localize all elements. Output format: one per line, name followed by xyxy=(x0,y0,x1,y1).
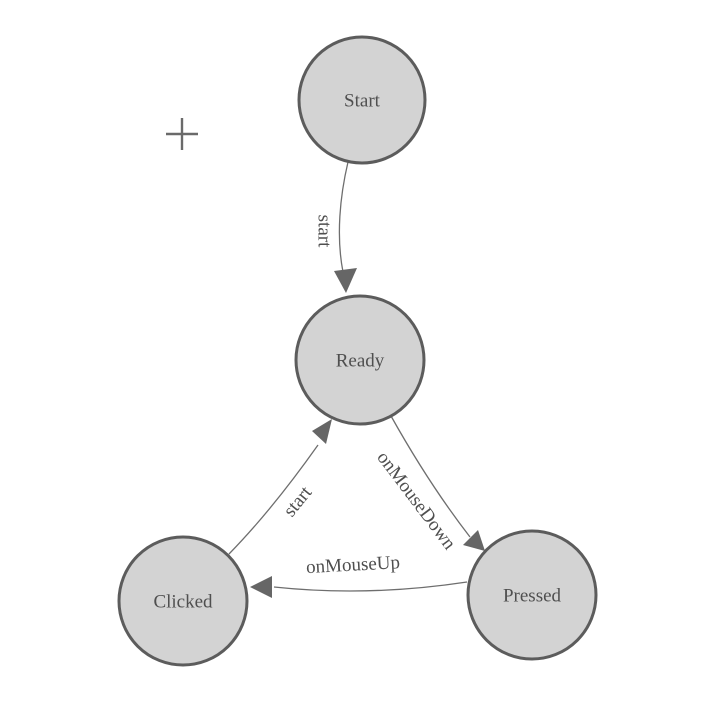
state-circle-start[interactable] xyxy=(297,35,427,165)
plus-marker-icon xyxy=(166,118,198,150)
state-label-clicked: Clicked xyxy=(153,592,213,613)
state-node-ready[interactable]: Ready xyxy=(294,294,426,426)
transition-line-start-to-ready[interactable] xyxy=(338,161,349,273)
state-circle-ready[interactable] xyxy=(294,294,426,426)
transition-label-start-to-ready: start xyxy=(313,215,334,248)
transition-line-ready-to-pressed[interactable] xyxy=(390,415,471,538)
arrowhead-icon xyxy=(250,576,272,598)
transition-pressed-to-clicked[interactable]: onMouseUp xyxy=(250,552,468,598)
transition-start-to-ready[interactable]: start xyxy=(313,161,357,293)
transition-line-pressed-to-clicked[interactable] xyxy=(273,581,468,592)
transition-line-clicked-to-ready[interactable] xyxy=(228,444,319,555)
arrowhead-icon xyxy=(463,530,485,551)
transition-ready-to-pressed[interactable]: onMouseDown xyxy=(372,415,485,555)
state-circle-pressed[interactable] xyxy=(466,529,598,661)
state-label-ready: Ready xyxy=(336,351,385,372)
transition-label-pressed-to-clicked: onMouseUp xyxy=(306,552,401,578)
transition-label-ready-to-pressed: onMouseDown xyxy=(372,448,460,555)
state-node-pressed[interactable]: Pressed xyxy=(466,529,598,661)
arrowhead-icon xyxy=(334,268,357,293)
state-node-clicked[interactable]: Clicked xyxy=(117,535,249,667)
state-label-pressed: Pressed xyxy=(503,586,562,607)
transition-clicked-to-ready[interactable]: start xyxy=(228,419,332,555)
state-node-start[interactable]: Start xyxy=(297,35,427,165)
arrowhead-icon xyxy=(312,419,332,444)
transition-label-clicked-to-ready: start xyxy=(279,482,316,521)
state-circle-clicked[interactable] xyxy=(117,535,249,667)
state-label-start: Start xyxy=(344,91,381,112)
